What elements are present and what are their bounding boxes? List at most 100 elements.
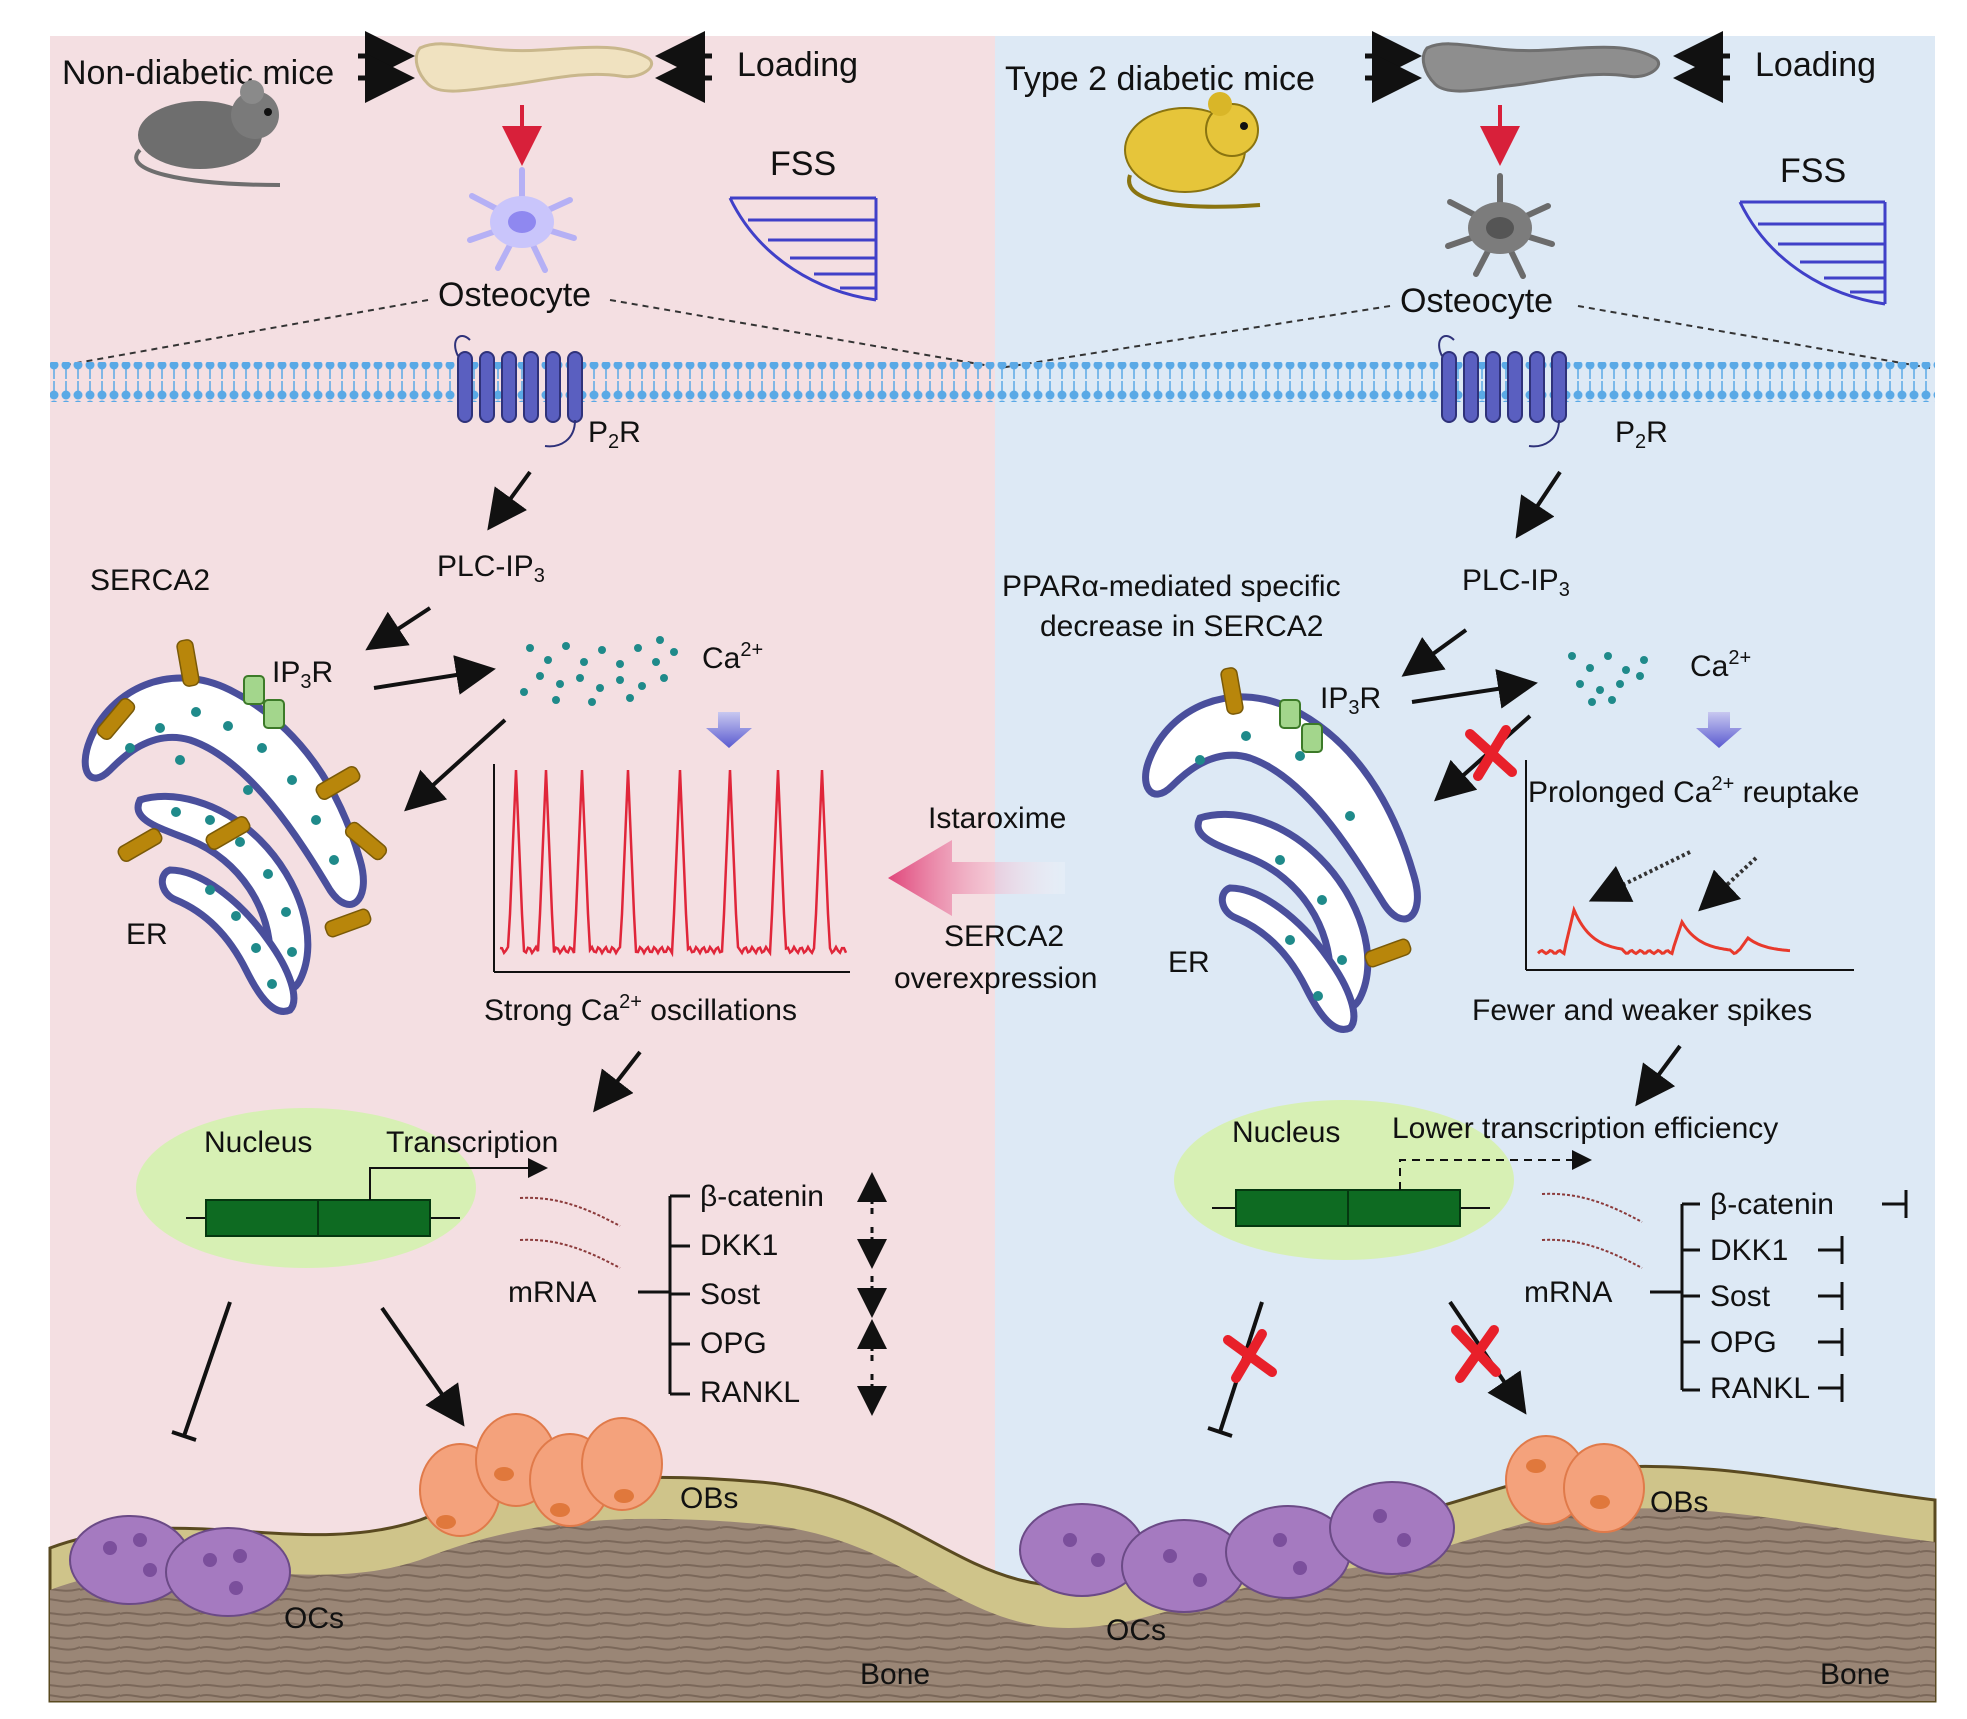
istaroxime-label: Istaroxime <box>928 802 1066 835</box>
right-ppar-line2: decrease in SERCA2 <box>1040 610 1323 643</box>
left-mouse-icon <box>134 80 281 187</box>
right-spikes-caption: Fewer and weaker spikes <box>1472 994 1812 1027</box>
gene-label: β-catenin <box>1710 1188 1834 1221</box>
right-plc-label: PLC-IP3 <box>1462 564 1570 601</box>
gene-label: Sost <box>1710 1280 1771 1313</box>
left-calcium-cloud <box>520 636 678 706</box>
right-loading-arrows <box>1673 31 1730 103</box>
right-osteoblasts <box>1505 1435 1645 1533</box>
left-gene <box>186 1158 548 1237</box>
right-fss-profile <box>1738 200 1887 306</box>
right-arrow-to-calcium <box>1411 669 1538 709</box>
weak-calcium-trace <box>1536 905 1791 956</box>
right-ip3r-label: IP3R <box>1320 682 1381 719</box>
gene-label: RANKL <box>700 1376 800 1409</box>
gene-label: β-catenin <box>700 1180 824 1213</box>
left-er-organelle <box>81 639 388 1015</box>
right-fss-label: FSS <box>1780 152 1846 190</box>
right-gene-bracket <box>1650 1202 1700 1392</box>
right-er-organelle <box>1142 667 1421 1033</box>
left-zoom-lines <box>59 299 991 367</box>
strong-calcium-trace <box>499 769 848 958</box>
right-reuptake-label: Prolonged Ca2+ reuptake <box>1528 773 1859 809</box>
right-loading-label: Loading <box>1755 46 1876 84</box>
blunt-end-icon <box>1818 1328 1844 1356</box>
right-panel-background <box>995 36 1935 1701</box>
right-bone-icon <box>1421 42 1660 93</box>
left-activate-osteoblast <box>380 1306 465 1427</box>
left-mrna-strands <box>519 1196 621 1269</box>
left-input-arrows <box>358 31 415 103</box>
right-zoom-lines <box>999 305 1931 369</box>
right-activate-block-mark <box>1451 1325 1501 1383</box>
left-loading-arrows <box>655 31 712 103</box>
right-mouse-icon <box>1124 92 1261 209</box>
right-p2r-receptor <box>1438 335 1567 448</box>
left-ip3r-label: IP3R <box>272 656 333 693</box>
gene-label: DKK1 <box>1710 1234 1788 1267</box>
right-ocs-label: OCs <box>1106 1614 1166 1647</box>
blunt-end-icon <box>1818 1374 1844 1402</box>
left-bone-icon <box>414 42 653 93</box>
right-transcription-label: Lower transcription efficiency <box>1392 1112 1778 1145</box>
left-inhibit-osteoclast <box>171 1301 232 1442</box>
right-arrow-to-nucleus <box>1635 1044 1682 1107</box>
right-calcium-cloud <box>1568 652 1648 706</box>
left-fss-label: FSS <box>770 145 836 183</box>
left-p2r-label: P2R <box>588 416 641 453</box>
right-gene <box>1212 1150 1592 1227</box>
left-osteocyte-icon <box>467 167 577 273</box>
gene-label: DKK1 <box>700 1229 778 1262</box>
blunt-end-icon <box>1818 1236 1844 1264</box>
right-ppar-line1: PPARα-mediated specific <box>1002 570 1341 603</box>
serca2-label-middle: SERCA2 <box>944 920 1064 953</box>
left-osteoblasts <box>419 1413 663 1537</box>
right-reuptake-block-mark <box>1465 725 1517 781</box>
left-blue-down-arrow <box>706 712 752 748</box>
left-arrow-to-nucleus <box>593 1050 642 1113</box>
blunt-end-icon <box>1818 1282 1844 1310</box>
left-fss-profile <box>728 196 878 302</box>
right-input-arrows <box>1365 31 1422 103</box>
right-blue-down-arrow <box>1696 712 1742 748</box>
left-arrow-to-ip3r <box>365 606 432 651</box>
right-obs-label: OBs <box>1650 1486 1708 1519</box>
right-er-label: ER <box>1168 946 1210 979</box>
left-mrna-label: mRNA <box>508 1276 596 1309</box>
left-obs-label: OBs <box>680 1482 738 1515</box>
left-transcription-label: Transcription <box>386 1126 558 1159</box>
right-p2r-label: P2R <box>1615 416 1668 453</box>
overexpression-label: overexpression <box>894 962 1097 995</box>
left-mice-label: Non-diabetic mice <box>62 54 334 92</box>
right-osteoclasts <box>1019 1481 1455 1613</box>
left-plc-label: PLC-IP3 <box>437 550 545 587</box>
gene-label: RANKL <box>1710 1372 1810 1405</box>
right-weak-spike-chart <box>1525 760 1854 971</box>
bone-matrix <box>50 1508 1935 1701</box>
blunt-end-icon <box>1882 1190 1908 1218</box>
right-bone-label: Bone <box>1820 1658 1890 1691</box>
gene-label: OPG <box>1710 1326 1777 1359</box>
right-nucleus-label: Nucleus <box>1232 1116 1340 1149</box>
left-gene-bracket <box>638 1194 690 1396</box>
right-arrow-to-ip3r <box>1401 628 1468 677</box>
left-oscillation-caption: Strong Ca2+ oscillations <box>484 991 797 1027</box>
istaroxime-arrow <box>888 840 1065 916</box>
left-calcium-label: Ca2+ <box>702 639 763 675</box>
right-inhibit-block-mark <box>1223 1329 1277 1383</box>
right-osteocyte-icon <box>1445 173 1555 279</box>
left-oscillation-chart <box>493 764 850 973</box>
gene-label: OPG <box>700 1327 767 1360</box>
right-mice-label: Type 2 diabetic mice <box>1005 60 1315 98</box>
left-arrow-calcium-to-er <box>404 718 507 812</box>
left-arrow-to-plc <box>487 470 532 531</box>
right-calcium-label: Ca2+ <box>1690 647 1751 683</box>
left-arrow-to-calcium <box>373 655 496 695</box>
left-nucleus-label: Nucleus <box>204 1126 312 1159</box>
left-osteoclasts <box>69 1515 291 1617</box>
left-osteocyte-label: Osteocyte <box>438 276 591 314</box>
left-p2r-receptor <box>454 335 583 448</box>
